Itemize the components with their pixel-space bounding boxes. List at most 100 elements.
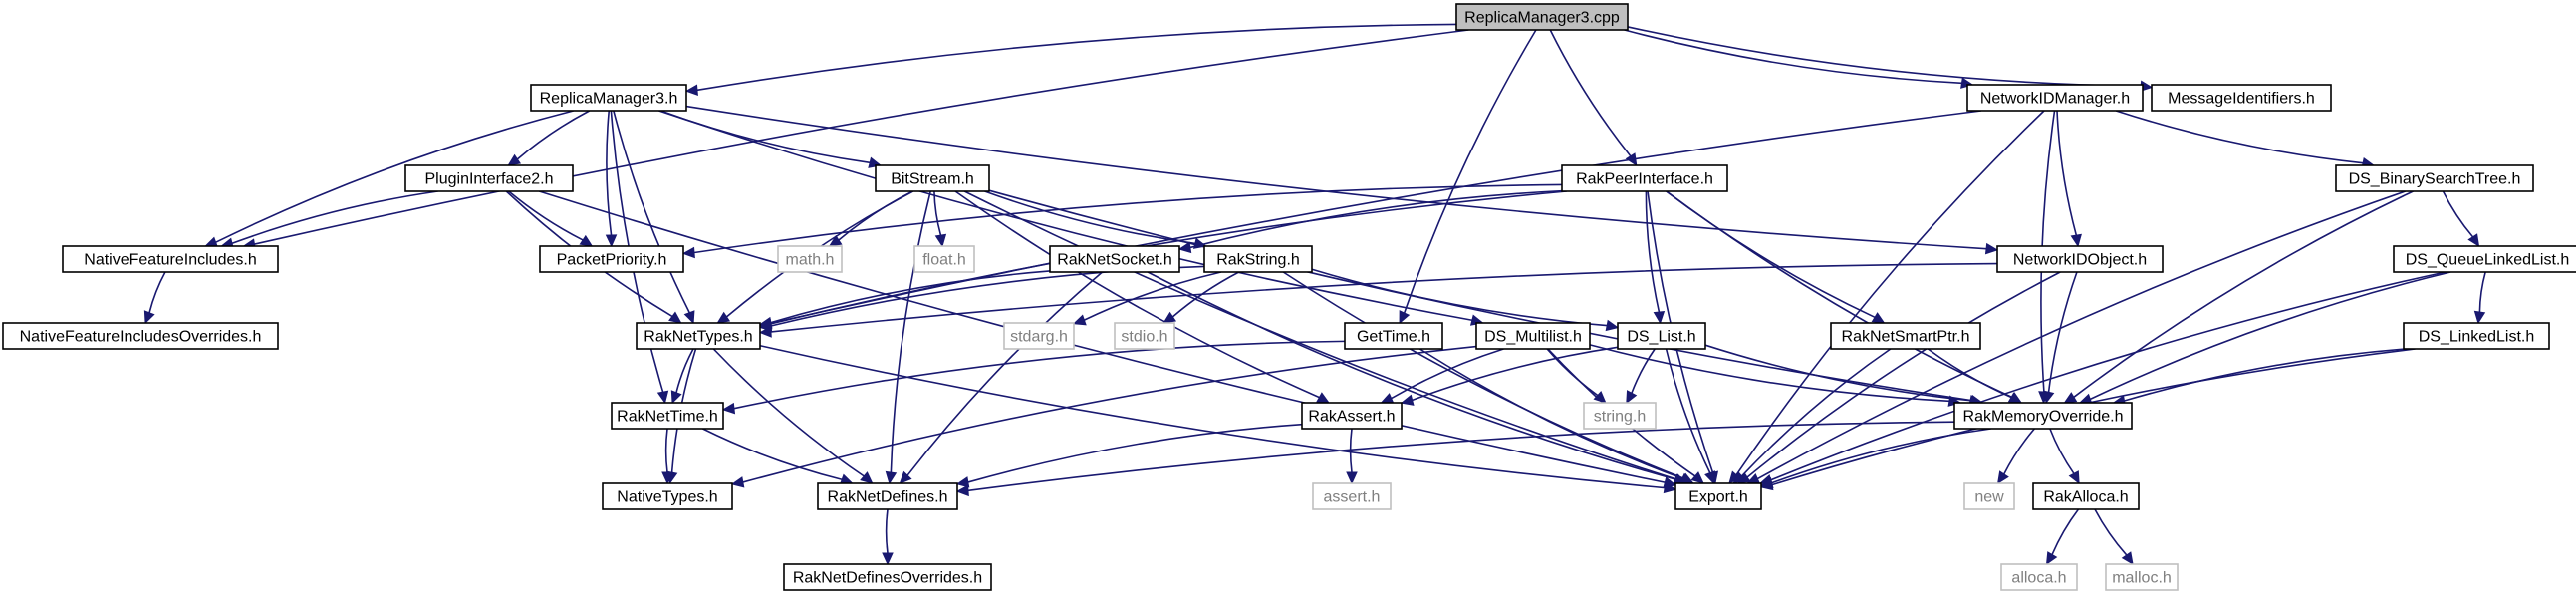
node-label: RakAlloca.h [2043, 489, 2128, 506]
node-exporth[interactable]: Export.h [1674, 482, 1762, 510]
node-newh: new [1963, 482, 2015, 510]
node-label: RakString.h [1216, 252, 1300, 269]
arrowhead-icon [2063, 392, 2078, 404]
edge-line [148, 271, 166, 313]
node-rm3h[interactable]: ReplicaManager3.h [530, 84, 687, 112]
node-stringh: string.h [1583, 402, 1657, 430]
node-rakpeer[interactable]: RakPeerInterface.h [1561, 164, 1728, 192]
node-label: Export.h [1688, 489, 1748, 506]
edge-line [2049, 428, 2075, 474]
node-dsmultilist[interactable]: DS_Multilist.h [1475, 322, 1591, 350]
node-raknetdefines[interactable]: RakNetDefines.h [817, 482, 958, 510]
node-box [1583, 402, 1657, 430]
include-edge-nidobj-to-exporth [1736, 271, 2061, 484]
node-raknetsmartptr[interactable]: RakNetSmartPtr.h [1830, 322, 1981, 350]
include-edge-nidm-to-nidobj [2056, 110, 2082, 248]
edge-line [1589, 344, 1949, 403]
include-edge-rakstring-to-dslist [1311, 268, 1620, 332]
arrowhead-icon [2121, 551, 2134, 565]
node-floath: float.h [913, 245, 975, 273]
arrowhead-icon [1399, 310, 1411, 325]
node-box [1003, 322, 1075, 350]
node-label: malloc.h [2112, 570, 2172, 587]
node-label: BitStream.h [891, 171, 974, 188]
node-rndo[interactable]: RakNetDefinesOverrides.h [783, 563, 992, 591]
node-label: PluginInterface2.h [425, 171, 554, 188]
edge-line [1549, 29, 1632, 157]
node-label: NetworkIDManager.h [1980, 91, 2130, 108]
include-edge-nidm-to-dsbst [2115, 110, 2376, 169]
include-edge-rakmem-to-rakalloca [2049, 428, 2080, 485]
arrowhead-icon [1316, 392, 1331, 404]
node-dslist[interactable]: DS_List.h [1617, 322, 1706, 350]
edge-line [1084, 271, 1222, 321]
include-edge-dsbst-to-rakmem [2063, 190, 2414, 404]
edge-line [770, 190, 1567, 325]
dependency-edges [143, 23, 2486, 566]
node-nfi[interactable]: NativeFeatureIncludes.h [62, 245, 279, 273]
node-nativetypes[interactable]: NativeTypes.h [602, 482, 733, 510]
node-box [2393, 245, 2576, 273]
node-gettime[interactable]: GetTime.h [1344, 322, 1443, 350]
node-dsll[interactable]: DS_LinkedList.h [2403, 322, 2550, 350]
edge-line [1666, 190, 2013, 399]
node-label: RakNetTime.h [617, 409, 718, 426]
arrowhead-icon [2007, 392, 2022, 404]
arrowhead-icon [681, 246, 695, 259]
include-edge-rakpeer-to-raknetsocket [1177, 189, 1563, 254]
arrowhead-icon [1678, 472, 1693, 484]
node-rakmem[interactable]: RakMemoryOverride.h [1953, 402, 2133, 430]
edge-line [712, 348, 865, 477]
node-plugin[interactable]: PluginInterface2.h [404, 164, 574, 192]
edge-line [759, 344, 1666, 489]
node-box [530, 84, 687, 112]
arrowhead-icon [828, 234, 843, 247]
node-nidm[interactable]: NetworkIDManager.h [1966, 84, 2144, 112]
node-label: stdarg.h [1010, 329, 1068, 346]
arrowhead-icon [1704, 470, 1716, 485]
node-bitstream[interactable]: BitStream.h [875, 164, 990, 192]
include-edge-rakmem-to-raknetdefines [955, 421, 1955, 497]
node-box [1830, 322, 1981, 350]
arrowhead-icon [2045, 551, 2058, 566]
node-box [404, 164, 574, 192]
edge-line [685, 105, 1987, 250]
node-dsbst[interactable]: DS_BinarySearchTree.h [2335, 164, 2534, 192]
include-edge-rm3h-to-packetprio [605, 110, 618, 248]
arrowhead-icon [2070, 233, 2082, 248]
include-edge-raknettime-to-nativetypes [661, 428, 673, 485]
edge-line [702, 428, 843, 480]
node-box [539, 245, 684, 273]
include-edge-gettime-to-raknettime [721, 340, 1346, 415]
include-edge-raknettypes-to-raknetdefines [712, 348, 874, 484]
node-raknetsocket[interactable]: RakNetSocket.h [1049, 245, 1180, 273]
node-nidobj[interactable]: NetworkIDObject.h [1996, 245, 2164, 273]
include-edge-dsmultilist-to-nativetypes [730, 345, 1477, 488]
node-box [1455, 3, 1629, 31]
edge-line [1418, 348, 1683, 479]
node-nfio[interactable]: NativeFeatureIncludesOverrides.h [2, 322, 279, 350]
arrowhead-icon [1732, 471, 1746, 484]
edge-line [693, 183, 1563, 254]
include-edge-plugin-to-packetprio [508, 190, 594, 247]
node-msgid[interactable]: MessageIdentifiers.h [2151, 84, 2332, 112]
node-packetprio[interactable]: PacketPriority.h [539, 245, 684, 273]
node-rakassert[interactable]: RakAssert.h [1301, 402, 1403, 430]
node-malloch: malloc.h [2105, 563, 2179, 591]
node-box [1475, 322, 1591, 350]
include-edge-bitstream-to-raknetdefines [885, 190, 931, 485]
edge-line [984, 190, 1195, 245]
node-rakalloca[interactable]: RakAlloca.h [2032, 482, 2140, 510]
node-label: stdio.h [1121, 329, 1167, 346]
arrowhead-icon [2473, 310, 2486, 325]
edge-line [1282, 271, 1684, 479]
node-raknettypes[interactable]: RakNetTypes.h [636, 322, 761, 350]
include-edge-bitstream-to-floath [933, 190, 947, 248]
node-rakstring[interactable]: RakString.h [1203, 245, 1313, 273]
include-edge-nfi-to-nfio [143, 271, 166, 325]
node-raknettime[interactable]: RakNetTime.h [611, 402, 724, 430]
node-rm3cpp[interactable]: ReplicaManager3.cpp [1455, 3, 1629, 31]
edge-line [1740, 348, 1892, 477]
node-dsqll[interactable]: DS_QueueLinkedList.h [2393, 245, 2576, 273]
